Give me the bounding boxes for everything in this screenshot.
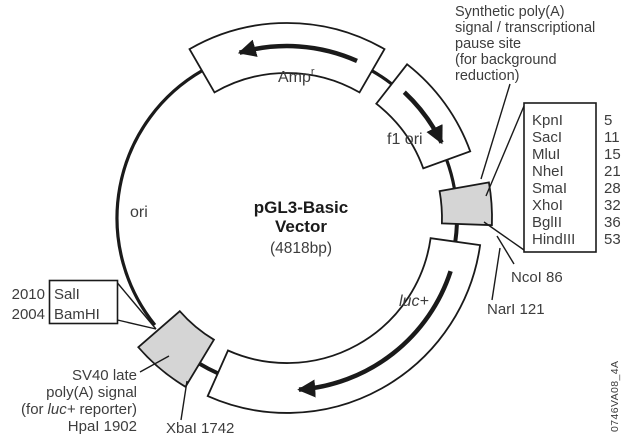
xbai-site-label: XbaI 1742 (166, 420, 234, 437)
backbone-arc-left (115, 69, 203, 327)
sali-bamhi-wedge-line-bottom (117, 319, 157, 330)
hpai-site-label: HpaI 1902 (68, 418, 137, 435)
bamhi-enzyme-label: BamHI (54, 306, 100, 323)
synthetic-polya-region-box (438, 181, 493, 227)
bamhi-position-label: 2004 (12, 306, 45, 323)
vector-size-label: (4818bp) (270, 240, 332, 257)
luc-gene-label: luc+ (399, 293, 429, 310)
callout-lines (116, 83, 525, 421)
sv40-line2: poly(A) signal (46, 384, 137, 401)
f1-ori-direction-arrow-icon (402, 90, 444, 145)
table-row-enzyme: NheI (532, 163, 564, 180)
synthetic-polya-line2: signal / transcriptional (455, 20, 595, 36)
table-row-enzyme: SacI (532, 129, 562, 146)
table-row-enzyme: HindIII (532, 231, 575, 248)
synthetic-polya-line4: (for background (455, 52, 557, 68)
amp-label-base: Amp (278, 69, 311, 86)
amp-gene-label: Ampr (278, 66, 315, 86)
backbone-tick-mcs-luc (453, 223, 459, 242)
table-row-position: 11 (604, 129, 620, 146)
vector-name-line2: Vector (275, 217, 327, 236)
table-row-enzyme: KpnI (532, 112, 563, 129)
table-row-enzyme: MluI (532, 146, 560, 163)
table-row-enzyme: SmaI (532, 180, 567, 197)
figure-code-label: 0746VA08_4A (609, 361, 621, 432)
nari-site-label: NarI 121 (487, 301, 545, 318)
synthetic-polya-line5: reduction) (455, 68, 519, 84)
table-row-position: 15 (604, 146, 621, 163)
nari-leader-line (491, 247, 501, 301)
amp-label-superscript: r (311, 66, 315, 78)
synthetic-polya-leader-line (480, 83, 511, 180)
sali-position-label: 2010 (12, 286, 45, 303)
sv40-line3-gene: luc+ (48, 401, 76, 418)
table-row-position: 21 (604, 163, 621, 180)
sv40-line3-pre: (for (21, 401, 44, 418)
table-row-position: 5 (604, 112, 612, 129)
sali-bamhi-wedge-line-top (116, 282, 157, 330)
sv40-line3-post: reporter) (79, 401, 137, 418)
table-row-enzyme: XhoI (532, 197, 563, 214)
sali-enzyme-label: SalI (54, 286, 80, 303)
table-row-position: 36 (604, 214, 621, 231)
ncoi-site-label: NcoI 86 (511, 269, 563, 286)
ncoi-leader-line (496, 235, 515, 265)
table-row-position: 53 (604, 231, 621, 248)
ori-label: ori (130, 204, 148, 221)
backbone-tick-xbai (198, 361, 219, 376)
sv40-leader-line (139, 355, 170, 373)
mcs-wedge-line-top (485, 105, 525, 197)
amp-direction-arrow-icon (237, 39, 358, 63)
vector-name-line1: pGL3-Basic (254, 198, 348, 217)
luc-gene-band (206, 237, 482, 414)
xbai-leader-line (180, 380, 188, 421)
table-row-enzyme: BglII (532, 214, 562, 231)
table-row-position: 32 (604, 197, 621, 214)
direction-arrows (237, 39, 453, 398)
synthetic-polya-annotation: Synthetic poly(A) signal / transcription… (455, 4, 595, 84)
mcs-wedge-line-bottom (483, 221, 525, 251)
mcs-enzyme-table-box (523, 102, 597, 253)
synthetic-polya-line3: pause site (455, 36, 521, 52)
backbone-arc-f1-mcs (445, 159, 456, 189)
table-row-position: 28 (604, 180, 621, 197)
luc-direction-arrow-icon (297, 270, 453, 398)
synthetic-polya-line1: Synthetic poly(A) (455, 4, 565, 20)
mcs-enzyme-table: KpnI 5 SacI 11 MluI 15 NheI 21 SmaI 28 X… (532, 112, 621, 248)
sali-bamhi-labels: 2010 SalI 2004 BamHI (12, 286, 100, 323)
sali-bamhi-label-box (48, 279, 119, 325)
backbone-arc-amp-f1 (371, 69, 393, 86)
f1-ori-label: f1 ori (387, 131, 423, 148)
region-labels: Ampr f1 ori ori luc+ (130, 66, 429, 310)
restriction-site-labels: NcoI 86 NarI 121 XbaI 1742 (166, 269, 563, 437)
sv40-polya-region-box (137, 309, 216, 389)
vector-title-block: pGL3-Basic Vector (4818bp) (254, 198, 348, 257)
sv40-line1: SV40 late (72, 367, 137, 384)
